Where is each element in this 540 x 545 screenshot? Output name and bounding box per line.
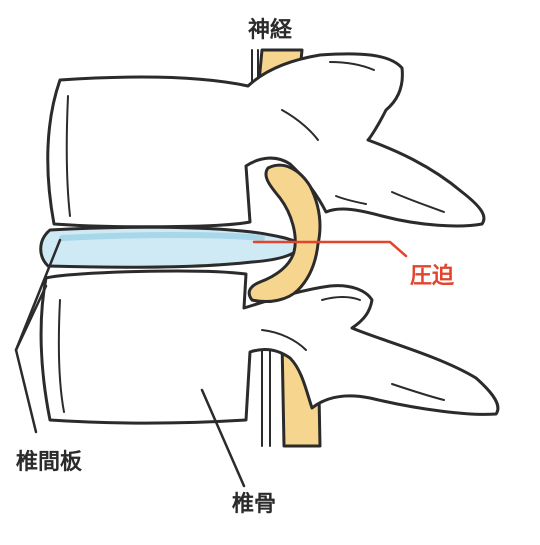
vertebra-leader-line	[200, 388, 246, 488]
upper-vertebra	[46, 52, 486, 229]
compression-leader-line	[252, 240, 408, 258]
nerve-label: 神経	[248, 18, 293, 43]
compression-label: 圧迫	[410, 264, 455, 289]
disc-leader-line-lower	[14, 284, 48, 352]
disc-label: 椎間板	[16, 450, 83, 475]
vertebra-label: 椎骨	[232, 492, 277, 517]
compressed-nerve	[247, 163, 322, 304]
